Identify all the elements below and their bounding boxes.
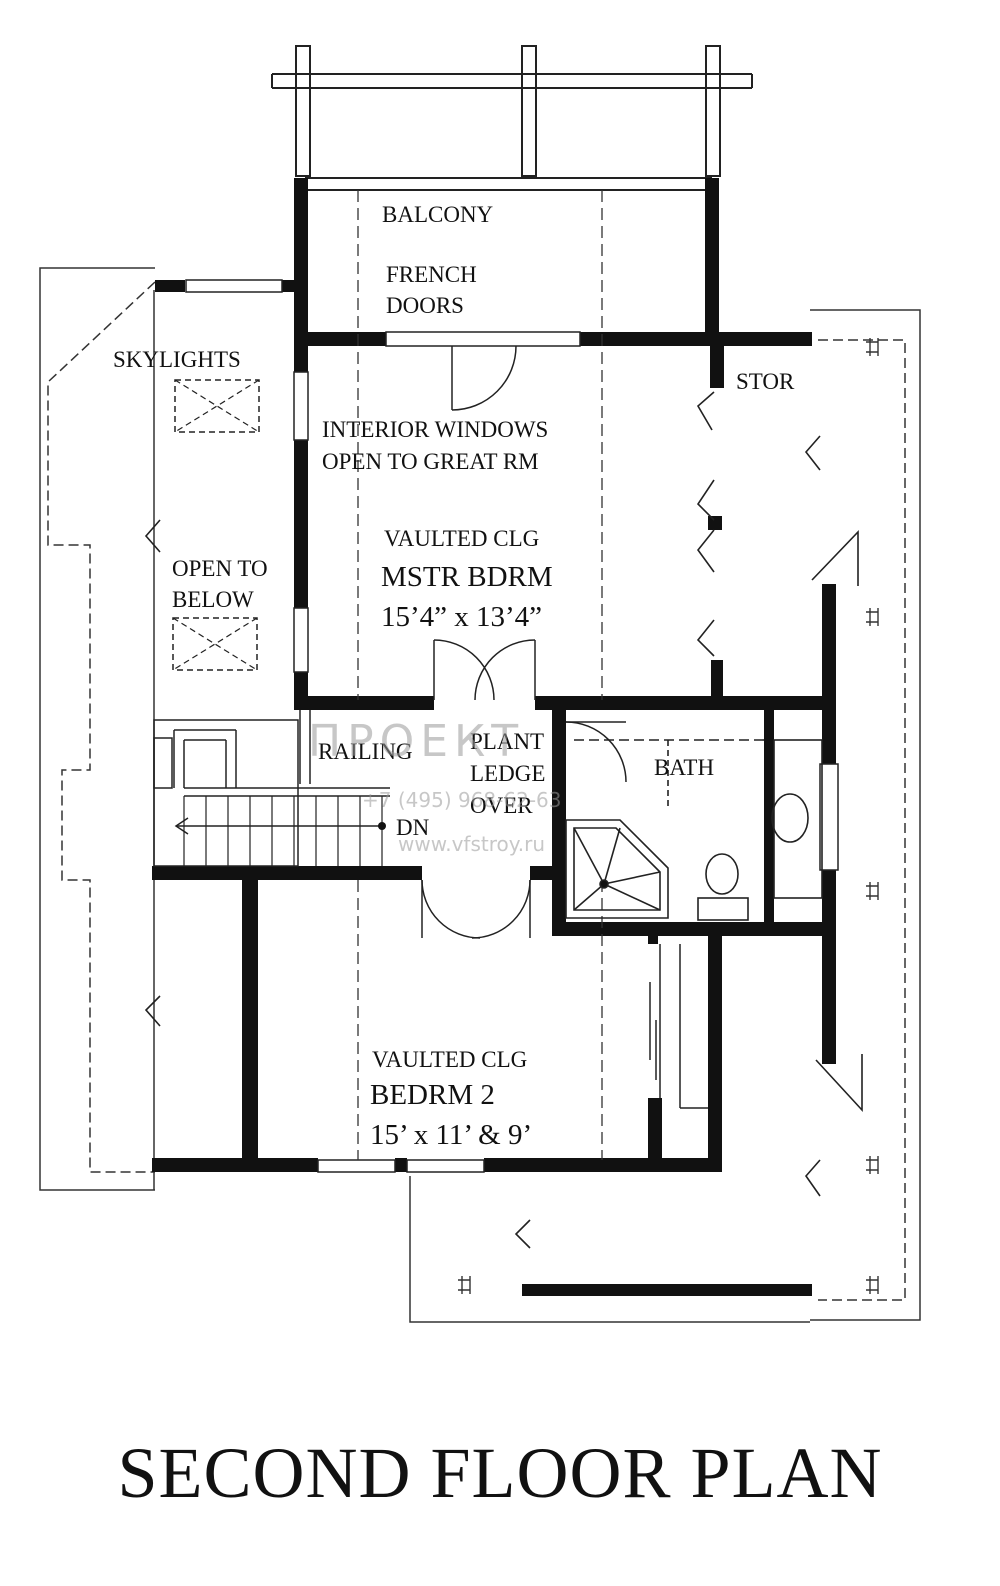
label-stor: STOR (736, 369, 795, 394)
watermark-phone: +7 (495) 968-62-63 (362, 788, 562, 812)
label-skylights: SKYLIGHTS (113, 347, 241, 372)
label-master-bedroom: MSTR BDRM (381, 561, 553, 593)
ceiling-lines (357, 190, 603, 1160)
label-open-below-line1: OPEN TO (172, 556, 268, 581)
label-bedroom2: BEDRM 2 (370, 1079, 495, 1111)
label-balcony: BALCONY (382, 202, 494, 227)
label-open-below-line2: BELOW (172, 587, 254, 612)
stair (153, 710, 390, 867)
label-railing: RAILING (318, 739, 413, 764)
bath-fixtures (565, 739, 823, 921)
roof-outlines (39, 267, 921, 1323)
label-plant-ledge-line1: PLANT (470, 729, 545, 754)
label-plant-ledge-line2: LEDGE (470, 761, 546, 786)
label-plant-ledge-line3: OVER (470, 793, 533, 818)
post-markers (458, 338, 879, 1294)
walls (152, 178, 836, 1296)
label-bath: BATH (654, 755, 715, 780)
plan-title: SECOND FLOOR PLAN (117, 1433, 883, 1513)
label-master-ceiling: VAULTED CLG (384, 526, 540, 551)
label-down: DN (396, 815, 430, 840)
label-french-doors-line2: DOORS (386, 293, 464, 318)
label-master-size: 15’4” x 13’4” (381, 601, 543, 633)
label-french-doors-line1: FRENCH (386, 262, 477, 287)
bedroom2-closet (649, 944, 708, 1109)
label-bedroom2-size: 15’ x 11’ & 9’ (370, 1119, 533, 1151)
label-bedroom2-ceiling: VAULTED CLG (372, 1047, 528, 1072)
closet-doors (144, 391, 863, 1249)
watermark-brand: ПРОЕКТ (308, 716, 525, 767)
dn-marker (378, 822, 386, 830)
balcony-structure (271, 45, 753, 191)
windows (185, 279, 839, 1173)
doors (421, 345, 627, 939)
label-interior-windows-line2: OPEN TO GREAT RM (322, 449, 539, 474)
label-interior-windows-line1: INTERIOR WINDOWS (322, 417, 549, 442)
watermark-site: www.vfstroy.ru (398, 832, 545, 856)
